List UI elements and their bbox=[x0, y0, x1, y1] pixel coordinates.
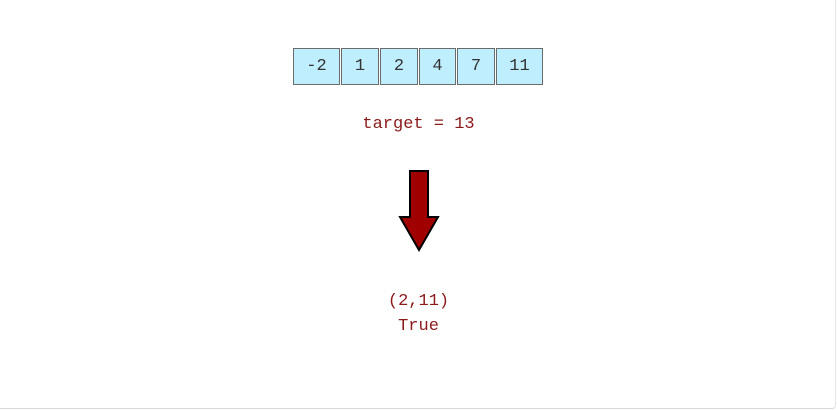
array-cell: 4 bbox=[419, 48, 456, 85]
result-boolean: True bbox=[398, 317, 439, 336]
down-arrow-icon bbox=[398, 170, 440, 252]
array-cell: 2 bbox=[380, 48, 418, 85]
array-cell: 7 bbox=[457, 48, 495, 85]
array-cell: 11 bbox=[496, 48, 543, 85]
input-array: -2 1 2 4 7 11 bbox=[293, 48, 543, 85]
array-cell: 1 bbox=[341, 48, 379, 85]
result-pair: (2,11) bbox=[387, 292, 450, 311]
array-cell: -2 bbox=[293, 48, 340, 85]
target-label: target = 13 bbox=[362, 115, 475, 134]
